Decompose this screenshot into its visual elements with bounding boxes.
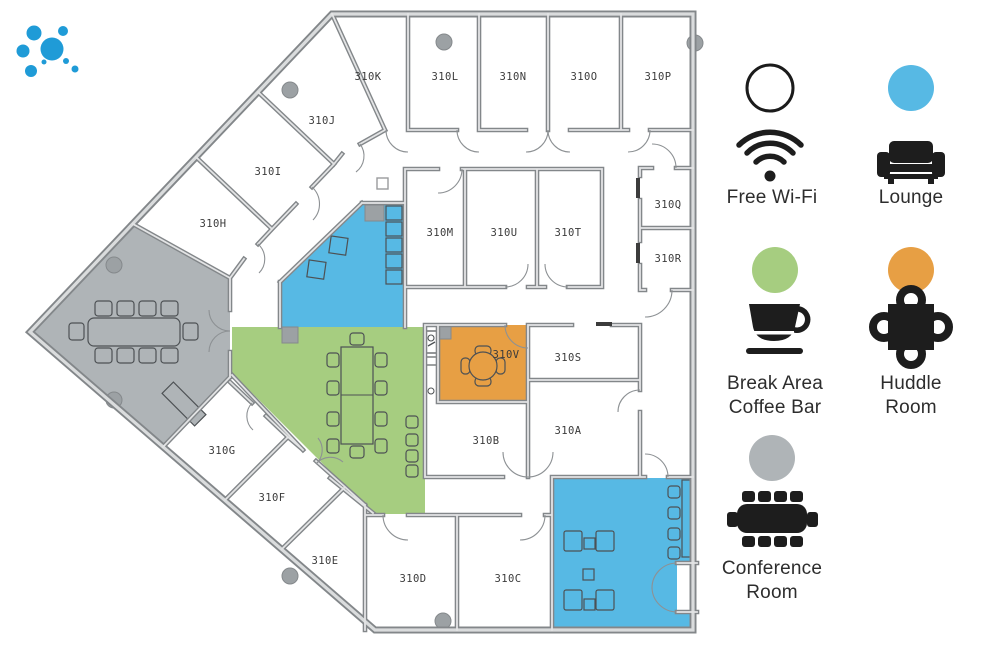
- wifi-marker-circle: [745, 63, 795, 113]
- room-label-310H: 310H: [200, 218, 227, 230]
- room-label-310E: 310E: [312, 555, 339, 567]
- lower-lounge-furniture: [563, 479, 693, 611]
- room-label-310U: 310U: [491, 227, 518, 239]
- conference-table-furniture: [68, 300, 207, 427]
- room-label-310N: 310N: [500, 71, 527, 83]
- conference-table-icon: [727, 491, 818, 547]
- couch-icon: [877, 141, 945, 184]
- legend-item-conference-room: Conference Room: [722, 435, 822, 603]
- upper-lounge-zone: [280, 203, 405, 327]
- room-label-310P: 310P: [645, 71, 672, 83]
- huddle-marker-circle: [888, 247, 934, 293]
- room-label-310B: 310B: [473, 435, 500, 447]
- room-label-310I: 310I: [255, 166, 282, 178]
- room-label-310G: 310G: [209, 445, 236, 457]
- legend-item-huddle-room: Huddle Room: [869, 247, 953, 418]
- legend-item-break-area: Break Area Coffee Bar: [727, 247, 823, 418]
- legend-item-lounge: Lounge: [877, 65, 945, 208]
- upper-lounge-furniture: [306, 205, 403, 285]
- wall-switch: [376, 177, 389, 190]
- room-label-310J: 310J: [309, 115, 336, 127]
- room-label-310A: 310A: [555, 425, 582, 437]
- lounge-marker-circle: [888, 65, 934, 111]
- legend-label-huddle-2: Room: [885, 397, 936, 418]
- room-label-310C: 310C: [495, 573, 522, 585]
- room-label-310S: 310S: [555, 352, 582, 364]
- conference-room-zone: [30, 224, 230, 447]
- legend: Free Wi-Fi Lounge Break A: [722, 63, 953, 603]
- room-label-310R: 310R: [655, 253, 682, 265]
- room-labels: 310K 310L 310N 310O 310P 310J 310I 310H …: [200, 71, 682, 585]
- room-label-310Q: 310Q: [655, 199, 682, 211]
- wifi-icon: [736, 129, 804, 182]
- room-label-310T: 310T: [555, 227, 582, 239]
- room-label-310L: 310L: [432, 71, 459, 83]
- legend-label-huddle-1: Huddle: [880, 373, 941, 394]
- legend-label-break-area-2: Coffee Bar: [729, 397, 822, 418]
- legend-label-lounge: Lounge: [879, 187, 944, 208]
- lower-lounge-zone: [552, 478, 693, 630]
- room-label-310F: 310F: [259, 492, 286, 504]
- sliding-doors: [596, 178, 640, 326]
- room-label-310D: 310D: [400, 573, 427, 585]
- break-area-marker-circle: [752, 247, 798, 293]
- break-area-furniture: [326, 332, 419, 478]
- legend-label-free-wifi: Free Wi-Fi: [727, 187, 818, 208]
- door-arcs: [208, 129, 678, 613]
- room-label-310V: 310V: [493, 349, 520, 361]
- legend-label-break-area-1: Break Area: [727, 373, 823, 394]
- company-logo: [16, 25, 79, 77]
- legend-label-conference-1: Conference: [722, 558, 822, 579]
- conference-marker-circle: [749, 435, 795, 481]
- legend-item-free-wifi: Free Wi-Fi: [727, 63, 818, 208]
- room-label-310K: 310K: [355, 71, 382, 83]
- room-label-310O: 310O: [571, 71, 598, 83]
- legend-label-conference-2: Room: [746, 582, 797, 603]
- break-area-zone: [232, 327, 425, 514]
- room-label-310M: 310M: [427, 227, 454, 239]
- huddle-table-icon: [869, 285, 953, 369]
- coffee-cup-icon: [746, 304, 811, 354]
- huddle-table-furniture: [460, 345, 506, 387]
- huddle-room-zone: [438, 325, 528, 402]
